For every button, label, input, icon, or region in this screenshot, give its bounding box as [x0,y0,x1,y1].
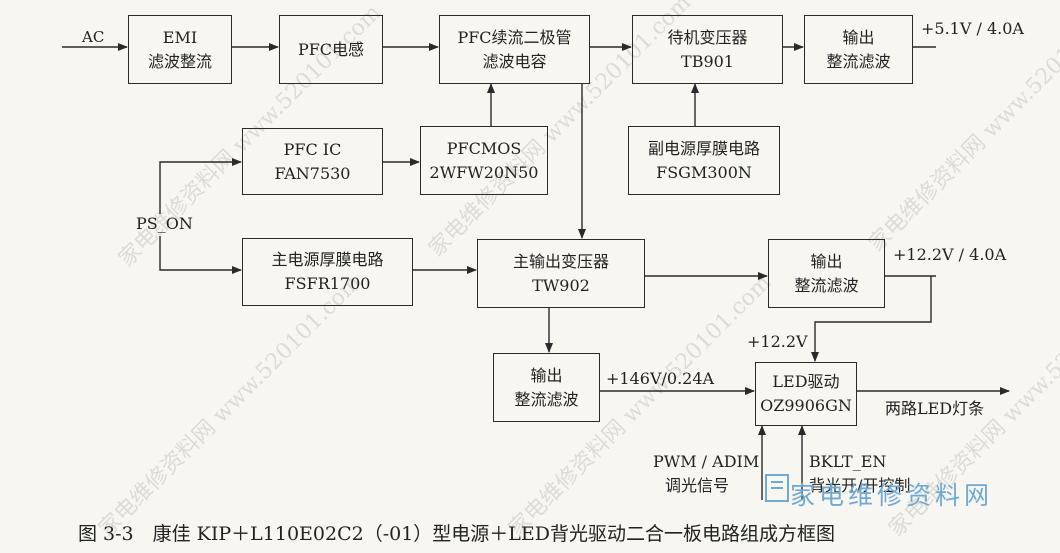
output-rectifier-5v-block: 输出 整流滤波 [804,15,913,84]
out3-label: 输出 [530,365,563,385]
led-12v-label: +12.2V [747,332,808,351]
wire-pson-mainps [159,236,242,274]
led-drv-sublabel: OZ9906GN [760,396,852,415]
backlight-switch-label: 背光开/开控制 [809,476,911,495]
led-strip-label: 两路LED灯条 [885,399,985,418]
led-driver-block: LED驱动 OZ9906GN [755,362,857,426]
pwm-label: PWM / ADIM [653,452,760,471]
out1-sublabel: 整流滤波 [826,51,891,71]
wire-pson-pfcic [159,158,242,214]
pfc-diode-label: PFC续流二极管 [457,27,572,47]
sub-power-block: 副电源厚膜电路 FSGM300N [628,126,780,195]
site-logo: 家电维修资料网 [790,481,994,510]
emi-sublabel: 滤波整流 [147,51,212,71]
ps-on-label: PS_ON [136,214,193,233]
main-ps-label: 主电源厚膜电路 [271,250,384,269]
main-transformer-block: 主输出变压器 TW902 [477,239,645,308]
out2-sublabel: 整流滤波 [794,275,859,295]
main-ps-sublabel: FSFR1700 [284,274,371,293]
sub-ps-label: 副电源厚膜电路 [647,138,760,158]
figure-caption: 图 3-3 康佳 KIP＋L110E02C2（-01）型电源＋LED背光驱动二合… [78,523,836,545]
output-5v-label: +5.1V / 4.0A [921,19,1024,38]
main-tf-sublabel: TW902 [532,275,590,295]
pfc-inductor-label: PFC电感 [297,39,365,59]
bklt-en-label: BKLT_EN [809,452,887,471]
output-146v-label: +146V/0.24A [606,369,715,388]
wire-12v-led [811,276,932,362]
main-tf-label: 主输出变压器 [512,251,609,271]
output-12v-label: +12.2V / 4.0A [893,245,1007,264]
out3-sublabel: 整流滤波 [514,389,579,409]
dimming-label: 调光信号 [665,476,730,495]
ac-input-label: AC [82,28,105,46]
pfc-ic-block: PFC IC FAN7530 [242,128,383,195]
emi-label: EMI [162,27,198,47]
pfcmos-block: PFCMOS 2WFW20N50 [420,126,548,195]
main-power-block: 主电源厚膜电路 FSFR1700 [242,238,413,306]
logo-icon [765,474,789,502]
pfc-diode-sublabel: 滤波电容 [482,51,547,71]
emi-filter-block: EMI 滤波整流 [128,15,232,84]
standby-tf-label: 待机变压器 [667,27,748,47]
pfcmos-label: PFCMOS [446,138,522,158]
output-rectifier-12v-block: 输出 整流滤波 [768,239,885,308]
sub-ps-sublabel: FSGM300N [656,162,752,182]
pfc-ic-sublabel: FAN7530 [274,163,351,183]
pfcmos-sublabel: 2WFW20N50 [429,162,539,182]
pfc-ic-label: PFC IC [283,139,342,159]
standby-tf-sublabel: TB901 [681,51,734,71]
out1-label: 输出 [842,27,875,47]
output-rectifier-146v-block: 输出 整流滤波 [493,353,600,422]
pfc-diode-block: PFC续流二极管 滤波电容 [439,15,590,84]
standby-transformer-block: 待机变压器 TB901 [632,15,783,84]
out2-label: 输出 [810,251,843,271]
led-drv-label: LED驱动 [772,372,840,391]
pfc-inductor-block: PFC电感 [279,15,383,84]
